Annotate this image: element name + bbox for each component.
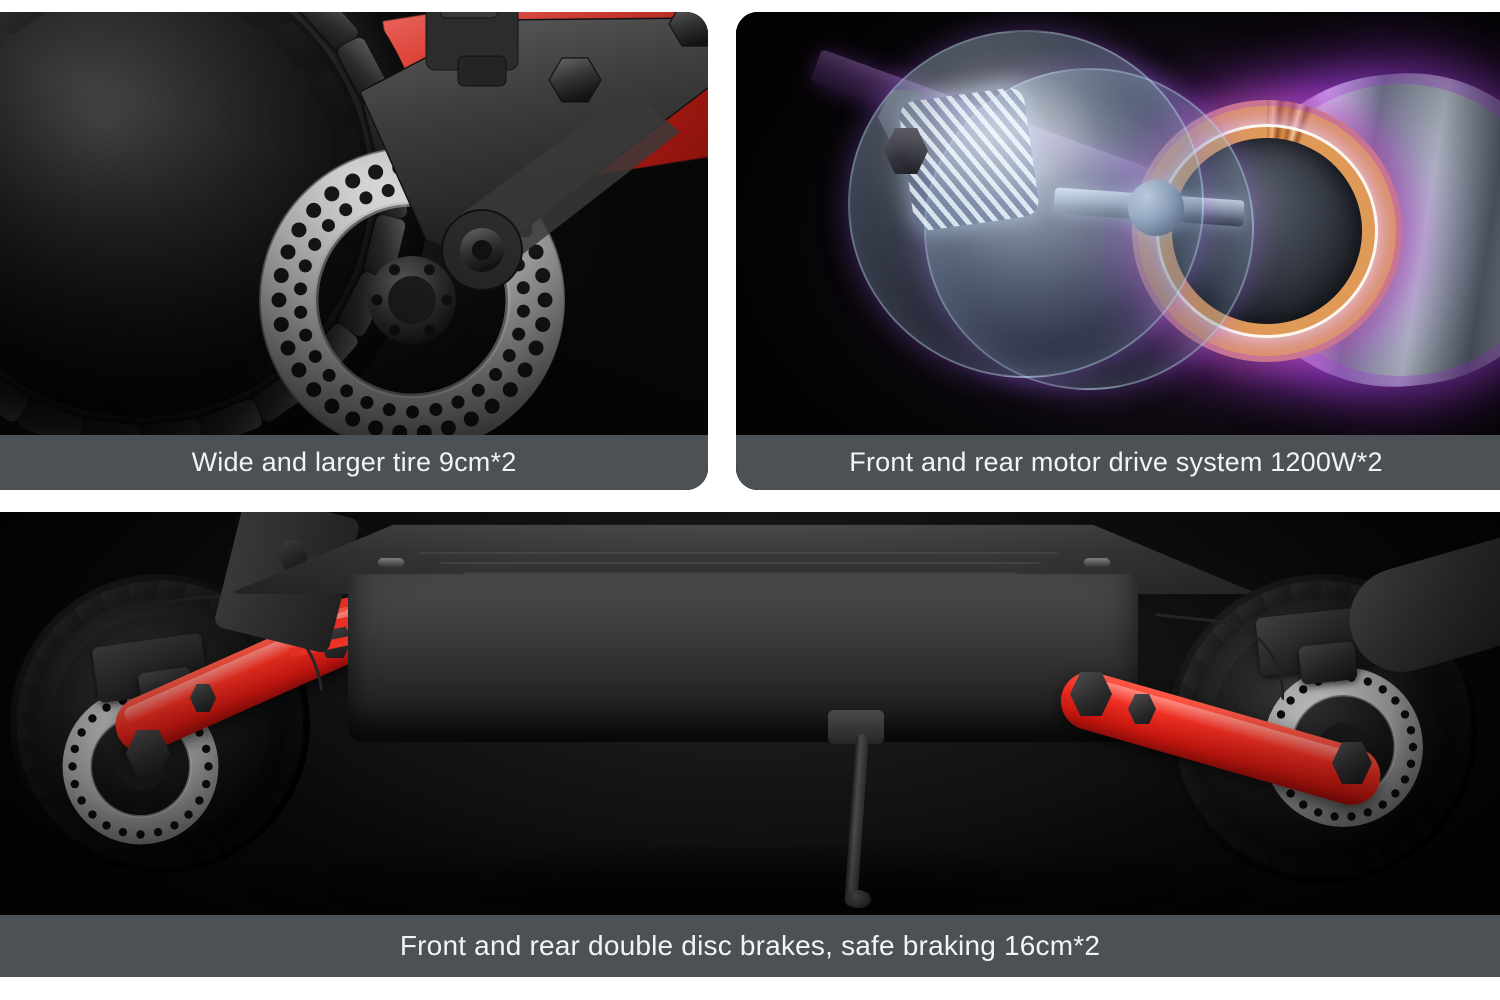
deck-screw-left: [378, 558, 404, 567]
motor-vignette: [736, 12, 1500, 490]
caption-text-brakes: Front and rear double disc brakes, safe …: [399, 930, 1101, 961]
deck-grip-line: [418, 552, 1058, 554]
disc-brakes-panel[interactable]: Front and rear double disc brakes, safe …: [0, 512, 1500, 977]
motor-drive-panel[interactable]: Front and rear motor drive system 1200W*…: [736, 12, 1500, 490]
caption-text-motor: Front and rear motor drive system 1200W*…: [849, 447, 1383, 477]
caption-bar-brakes: Front and rear double disc brakes, safe …: [0, 915, 1500, 977]
swing-arm: [330, 12, 708, 392]
caption-bar-motor: Front and rear motor drive system 1200W*…: [736, 435, 1500, 490]
deck-battery-housing: [348, 574, 1138, 742]
rear-caliper-piston-housing: [1298, 641, 1358, 685]
motor-photo: [736, 12, 1500, 490]
brakes-photo: [0, 512, 1500, 977]
caption-text-tire: Wide and larger tire 9cm*2: [191, 447, 517, 477]
deck-grip-line: [440, 562, 1040, 564]
deck-grip-line: [464, 572, 1016, 574]
caption-bar-tire: Wide and larger tire 9cm*2: [0, 435, 708, 490]
tire-photo: [0, 12, 708, 490]
deck-screw-right: [1084, 558, 1110, 567]
wide-tire-panel[interactable]: Wide and larger tire 9cm*2: [0, 12, 708, 490]
